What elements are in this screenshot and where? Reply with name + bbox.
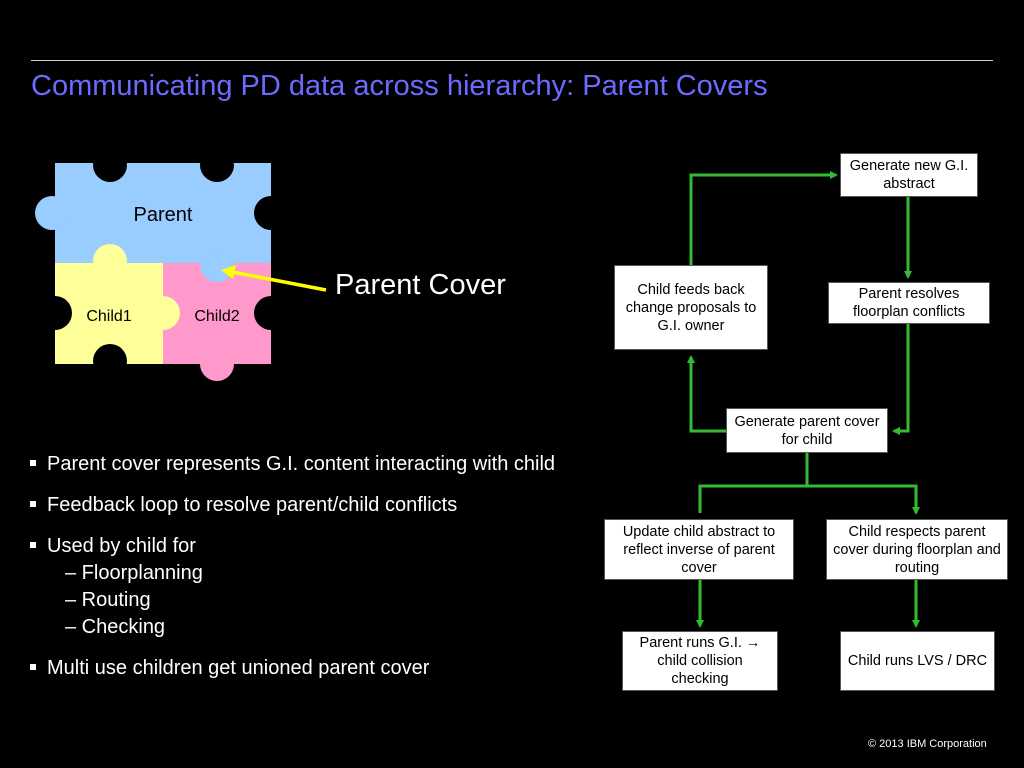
sub-bullet: – Checking: [65, 616, 166, 638]
sub-bullet: – Floorplanning: [65, 562, 203, 584]
parent-piece: [55, 163, 271, 263]
box-child-runs-lvs: Child runs LVS / DRC: [840, 631, 995, 691]
child1-label: Child1: [86, 308, 131, 325]
slide-title: Communicating PD data across hierarchy: …: [31, 70, 768, 102]
bullet-item: Parent cover represents G.I. content int…: [30, 451, 630, 478]
bullet-text: Parent cover represents G.I. content int…: [47, 453, 556, 475]
bullet-icon: [30, 664, 36, 670]
bullet-list: Parent cover represents G.I. content int…: [30, 451, 630, 696]
puzzle-knob: [93, 148, 127, 182]
child2-label: Child2: [194, 308, 239, 325]
bullet-item: Used by child for – Floorplanning – Rout…: [30, 533, 630, 641]
bullet-text: Multi use children get unioned parent co…: [47, 657, 430, 679]
connector-resolve-to-cover: [892, 324, 910, 435]
bullet-icon: [30, 542, 36, 548]
parent-cover-arrow: [231, 270, 327, 292]
parent-cover-label: Parent Cover: [335, 269, 506, 301]
parent-cover-knob: [200, 248, 234, 282]
puzzle-knob: [200, 148, 234, 182]
sub-bullet: – Routing: [65, 589, 151, 611]
puzzle-knob: [93, 344, 127, 378]
box-parent-runs-gi: Parent runs G.I. → child collision check…: [622, 631, 778, 691]
copyright-text: © 2013 IBM Corporation: [868, 738, 987, 750]
puzzle-knob: [254, 296, 288, 330]
bullet-text: Used by child for: [47, 535, 196, 557]
puzzle-knob: [35, 196, 69, 230]
puzzle-knob: [254, 196, 288, 230]
box-generate-parent-cover: Generate parent cover for child: [726, 408, 888, 453]
puzzle-knob: [93, 244, 127, 278]
connector-cover-to-children: [698, 453, 916, 513]
box-generate-gi-abstract: Generate new G.I. abstract: [840, 153, 978, 197]
parent-cover-arrowhead: [221, 265, 236, 279]
puzzle-knob: [38, 296, 72, 330]
bullet-icon: [30, 501, 36, 507]
parent-label: Parent: [134, 204, 193, 226]
connector-cover-to-feedback: [687, 355, 726, 433]
bullet-item: Feedback loop to resolve parent/child co…: [30, 492, 630, 519]
puzzle-knob: [146, 296, 180, 330]
box-update-child-abstract: Update child abstract to reflect inverse…: [604, 519, 794, 580]
bullet-item: Multi use children get unioned parent co…: [30, 655, 630, 682]
puzzle-knob: [200, 347, 234, 381]
bullet-text: Feedback loop to resolve parent/child co…: [47, 494, 458, 516]
box-child-respects: Child respects parent cover during floor…: [826, 519, 1008, 580]
bullet-icon: [30, 460, 36, 466]
connector-feedback-to-abstract: [689, 171, 838, 266]
box-child-feeds-back: Child feeds back change proposals to G.I…: [614, 265, 768, 350]
title-rule: [31, 60, 993, 61]
box-parent-resolves: Parent resolves floorplan conflicts: [828, 282, 990, 324]
